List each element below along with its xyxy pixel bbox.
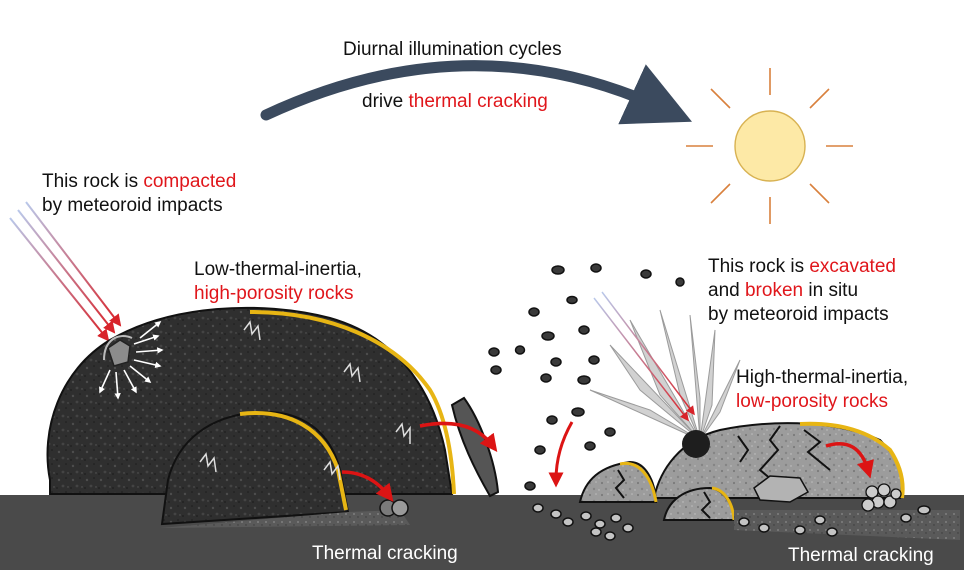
right-rock-caption-line2: and broken in situ xyxy=(708,279,858,303)
fragment-pile xyxy=(861,483,902,512)
sunlit-edge xyxy=(249,310,456,495)
right-rock-prefix2: and xyxy=(708,280,745,301)
diurnal-cycle-arrow-icon xyxy=(260,60,693,125)
right-thermal-cracking-label: Thermal cracking xyxy=(788,545,934,566)
regolith-debris xyxy=(160,510,410,528)
meteoroid-trails-right xyxy=(593,291,695,422)
left-rock-type-line2: high-porosity rocks xyxy=(194,283,354,304)
right-rock-caption-line1: This rock is excavated xyxy=(708,255,896,279)
left-rock-type-line1: Low-thermal-inertia, xyxy=(194,259,362,280)
left-rock-prefix: This rock is xyxy=(42,171,144,192)
impact-shock-arrows xyxy=(99,321,164,400)
cycle-caption-line1: Diurnal illumination cycles xyxy=(343,39,562,60)
right-rock-type-line1: High-thermal-inertia, xyxy=(736,367,909,388)
meteoroid-trails-left xyxy=(9,201,122,342)
large-porous-rock xyxy=(46,306,454,495)
right-rock-type-line2: low-porosity rocks xyxy=(736,391,889,412)
small-dense-rock xyxy=(578,460,658,503)
meteoroid-icon xyxy=(107,339,131,367)
crack-lines-right xyxy=(737,425,831,481)
cracking-arrow-icon xyxy=(341,470,394,502)
right-rock-caption-line3: by meteoroid impacts xyxy=(708,304,889,325)
ground-pebbles xyxy=(532,503,931,541)
left-rock-caption-line1: This rock is compacted xyxy=(42,170,236,194)
cycle-caption-highlight: thermal cracking xyxy=(408,91,548,112)
right-rock-highlight: excavated xyxy=(809,256,896,277)
cracking-arrow-icon xyxy=(825,442,874,479)
impact-crater xyxy=(682,430,710,458)
left-rock-caption-line2: by meteoroid impacts xyxy=(42,195,223,216)
left-thermal-cracking-label: Thermal cracking xyxy=(312,543,458,564)
cracking-arrow-icon xyxy=(419,421,498,452)
right-rock-prefix: This rock is xyxy=(708,256,810,277)
right-rock-highlight2: broken xyxy=(744,280,804,301)
right-rock-suffix2: in situ xyxy=(803,280,859,301)
cycle-caption-prefix: drive xyxy=(362,91,409,112)
crack-marks-left xyxy=(199,320,411,481)
sun-icon xyxy=(686,68,853,224)
spalled-fragment xyxy=(450,396,500,498)
ejecta-pebbles xyxy=(488,263,685,491)
left-rock-highlight: compacted xyxy=(143,171,237,192)
cracking-arrow-icon xyxy=(548,421,574,488)
cycle-caption-line2: drive thermal cracking xyxy=(362,90,548,114)
